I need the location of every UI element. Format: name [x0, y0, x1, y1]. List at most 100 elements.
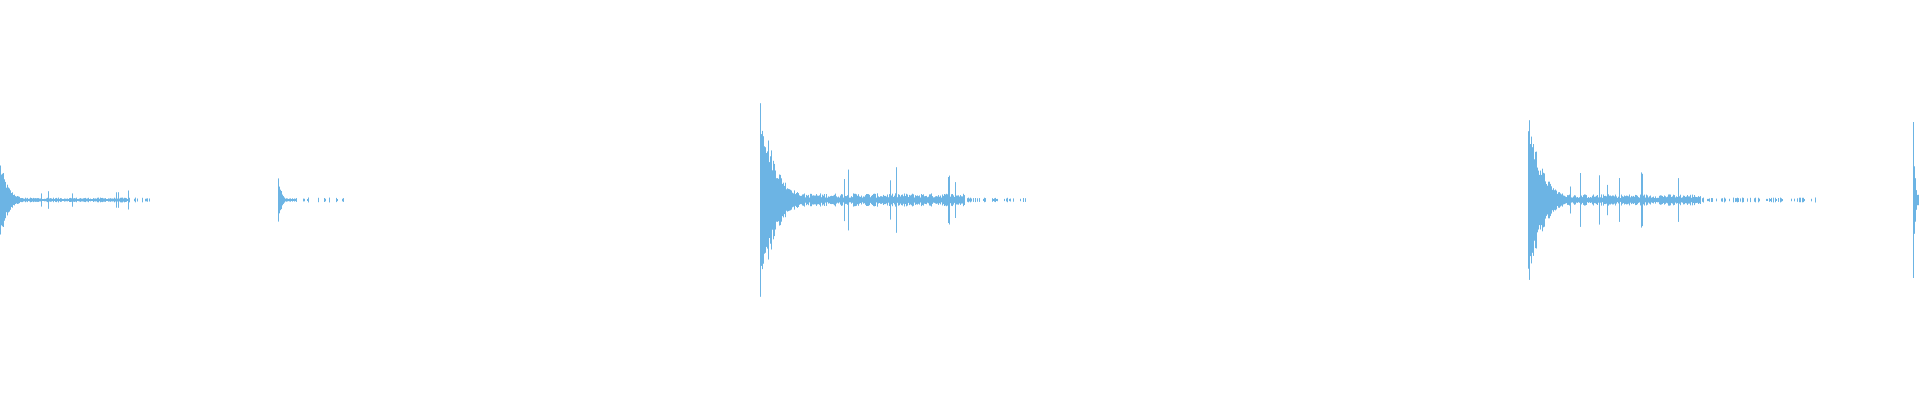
waveform-bar	[22, 198, 23, 203]
waveform-bar	[968, 197, 969, 203]
waveform-bar	[912, 193, 913, 207]
waveform-bar	[79, 198, 80, 202]
waveform-bar	[1683, 195, 1684, 205]
waveform-bar	[804, 193, 805, 207]
waveform-bar	[907, 194, 908, 206]
waveform-bar	[1661, 195, 1662, 205]
waveform-bar	[1537, 167, 1538, 233]
waveform-bar	[97, 197, 98, 203]
waveform-bar	[778, 178, 779, 222]
waveform-bar	[880, 196, 881, 204]
waveform-bar	[15, 196, 16, 204]
waveform-bar	[946, 193, 947, 207]
waveform-bar	[820, 193, 821, 207]
waveform-bar	[1601, 194, 1602, 206]
waveform-bar	[123, 198, 124, 202]
waveform-bar	[801, 195, 802, 205]
waveform-bar	[14, 194, 15, 206]
waveform-bar	[774, 163, 775, 237]
waveform-bar	[859, 196, 860, 204]
waveform-bar	[790, 189, 791, 211]
waveform-bar	[957, 195, 958, 205]
waveform-bar	[1666, 197, 1667, 203]
waveform-bar	[893, 197, 894, 203]
waveform-bar	[882, 196, 883, 204]
waveform-bar	[1538, 170, 1539, 230]
waveform-bar	[1597, 195, 1598, 205]
waveform-bar	[871, 195, 872, 205]
waveform-bar	[1544, 173, 1545, 227]
waveform-bar	[828, 196, 829, 204]
waveform-bar	[1629, 194, 1630, 206]
waveform-bar	[1600, 197, 1601, 203]
waveform-bar	[4, 179, 5, 221]
waveform-bar	[37, 198, 38, 202]
waveform-bar	[1550, 183, 1551, 217]
waveform-bar	[904, 193, 905, 207]
waveform-bar	[827, 197, 828, 203]
waveform-bar	[62, 199, 63, 201]
waveform-bar	[1587, 197, 1588, 203]
waveform-bar	[923, 194, 924, 206]
waveform-bar	[147, 198, 148, 202]
waveform-bar	[1804, 199, 1805, 202]
waveform-bar	[280, 189, 281, 211]
waveform-bar	[775, 170, 776, 230]
waveform-bar	[1781, 198, 1782, 202]
waveform-bar	[112, 198, 113, 202]
waveform-bar	[303, 198, 304, 202]
waveform-bar	[120, 197, 121, 203]
waveform-bar	[942, 194, 943, 206]
waveform-bar	[891, 195, 892, 205]
waveform-bar	[58, 197, 59, 203]
waveform-bar	[1552, 189, 1553, 211]
waveform-bar	[822, 194, 823, 206]
waveform-bar	[896, 167, 897, 233]
waveform-bar	[783, 182, 784, 218]
waveform-bar	[89, 199, 90, 201]
waveform-bar	[336, 197, 337, 203]
waveform-bar	[997, 198, 998, 202]
waveform-bar	[1747, 198, 1748, 202]
waveform-bar	[846, 196, 847, 204]
waveform-bar	[68, 199, 69, 201]
waveform-bar	[1619, 178, 1620, 222]
waveform-bar	[31, 198, 32, 202]
waveform-bar	[288, 199, 289, 202]
waveform-bar	[1575, 195, 1576, 205]
waveform-bar	[1529, 120, 1530, 280]
waveform-bar	[53, 197, 54, 203]
waveform-bar	[947, 194, 948, 206]
waveform-bar	[1770, 199, 1771, 202]
waveform-bar	[948, 177, 949, 223]
waveform-bar	[1681, 197, 1682, 203]
waveform-bar	[908, 197, 909, 203]
waveform-bar	[43, 199, 44, 201]
waveform-bar	[979, 198, 980, 202]
waveform-bar	[1682, 197, 1683, 203]
waveform-bar	[958, 195, 959, 205]
waveform-bar	[88, 197, 89, 203]
waveform-bar	[1700, 196, 1701, 204]
waveform-bar	[93, 198, 94, 202]
waveform-bar	[959, 196, 960, 204]
waveform-bar	[1639, 197, 1640, 203]
waveform-bar	[1610, 195, 1611, 205]
waveform-bar	[856, 194, 857, 206]
waveform-bar	[848, 169, 849, 231]
waveform-bar	[766, 153, 767, 247]
waveform-bar	[1592, 195, 1593, 205]
waveform-bar	[971, 198, 972, 202]
waveform-bar	[1589, 197, 1590, 203]
waveform-bar	[1579, 197, 1580, 203]
waveform-bar	[1693, 197, 1694, 203]
waveform-bar	[1742, 197, 1743, 203]
waveform-bar	[781, 178, 782, 222]
waveform-bar	[30, 197, 31, 203]
waveform-bar	[127, 199, 128, 201]
waveform-bar	[1623, 196, 1624, 204]
waveform-bar	[80, 198, 81, 202]
waveform-bar	[992, 198, 993, 202]
waveform-bar	[843, 197, 844, 203]
